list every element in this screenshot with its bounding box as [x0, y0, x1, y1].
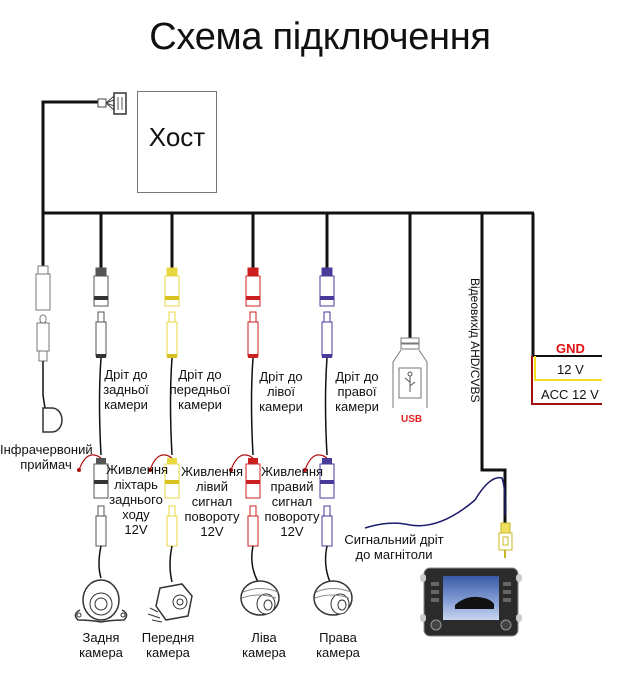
- rear-camera-icon: [74, 579, 128, 623]
- camera-lead: [169, 545, 173, 583]
- plug-band: [94, 296, 108, 300]
- 12v-wire: [534, 356, 602, 381]
- rear-connector-icon: [77, 267, 109, 579]
- plug-collar: [322, 354, 332, 358]
- gnd-label: GND: [556, 341, 585, 356]
- plug-sleeve: [321, 321, 333, 357]
- plug-sleeve: [166, 321, 178, 357]
- plug-sleeve: [247, 321, 259, 357]
- plug-body: [245, 275, 261, 307]
- plug-body: [319, 275, 335, 307]
- plug-tip: [166, 267, 178, 277]
- plug-band: [320, 296, 334, 300]
- plug-tip: [95, 267, 107, 277]
- host-wire: [41, 100, 98, 213]
- power-tap-dot: [303, 468, 307, 472]
- right-camera-icon: [313, 580, 353, 616]
- power-tap-dot: [148, 468, 152, 472]
- lower-plug-band: [246, 480, 260, 484]
- camera-wire: [324, 357, 328, 456]
- lower-plug-pin: [249, 505, 257, 517]
- plug-collar: [96, 354, 106, 358]
- diagram-title: Схема підключення: [149, 16, 491, 58]
- camera-wire: [98, 357, 102, 456]
- lower-plug-tip: [167, 458, 177, 464]
- rca-plug-icon: [498, 522, 513, 558]
- left-camera-icon: [240, 580, 280, 616]
- plug-tip: [321, 267, 333, 277]
- camera-lead: [251, 545, 259, 583]
- lower-plug-pin: [323, 505, 331, 517]
- lower-plug-pin: [168, 505, 176, 517]
- lower-plug-tip: [96, 458, 106, 464]
- plug-pin: [323, 311, 331, 323]
- camera-wire: [250, 357, 254, 456]
- lower-plug-sleeve: [95, 515, 107, 547]
- lower-plug-tip: [248, 458, 258, 464]
- usb-label: USB: [401, 414, 423, 425]
- plug-pin: [97, 311, 105, 323]
- front-connector-icon: [148, 267, 180, 583]
- left-connector-icon: [229, 267, 261, 583]
- ir-receiver-icon: [42, 407, 63, 433]
- lower-plug-tip: [322, 458, 332, 464]
- plug-pin: [168, 311, 176, 323]
- plug-sleeve: [95, 321, 107, 357]
- power-tap-wire: [304, 454, 328, 471]
- host-plug-icon: [97, 92, 127, 115]
- plug-pin: [249, 311, 257, 323]
- camera-lead: [324, 545, 331, 583]
- acc-12v-label: ACC 12 V: [541, 387, 599, 402]
- lower-plug-pin: [97, 505, 105, 517]
- acc-wire: [531, 356, 602, 405]
- power-tap-wire: [149, 454, 173, 471]
- right-connector-icon: [303, 267, 335, 583]
- usb-plug-icon: [392, 337, 428, 408]
- video-out-label: Відеовихід AHD/CVBS: [468, 278, 482, 403]
- power-tap-dot: [229, 468, 233, 472]
- plug-collar: [167, 354, 177, 358]
- head-unit-icon: [420, 567, 522, 637]
- lower-plug-sleeve: [247, 515, 259, 547]
- plug-body: [164, 275, 180, 307]
- lower-plug-band: [165, 480, 179, 484]
- plug-body: [93, 275, 109, 307]
- signal-wire: [364, 476, 506, 529]
- front-camera-icon: [147, 583, 193, 623]
- lower-plug-band: [320, 480, 334, 484]
- host-label: Хост: [148, 122, 206, 152]
- plug-band: [246, 296, 260, 300]
- 12v-label: 12 V: [557, 362, 584, 377]
- plug-tip: [247, 267, 259, 277]
- plug-band: [165, 296, 179, 300]
- camera-lead: [98, 545, 102, 579]
- lower-plug-sleeve: [166, 515, 178, 547]
- power-tap-wire: [230, 454, 254, 471]
- power-tap-wire: [78, 454, 102, 471]
- camera-wire: [169, 357, 173, 456]
- lower-plug-band: [94, 480, 108, 484]
- power-tap-dot: [77, 468, 81, 472]
- plug-collar: [248, 354, 258, 358]
- host-unit: Хост: [137, 91, 217, 193]
- ir-connector-icon: [35, 265, 63, 433]
